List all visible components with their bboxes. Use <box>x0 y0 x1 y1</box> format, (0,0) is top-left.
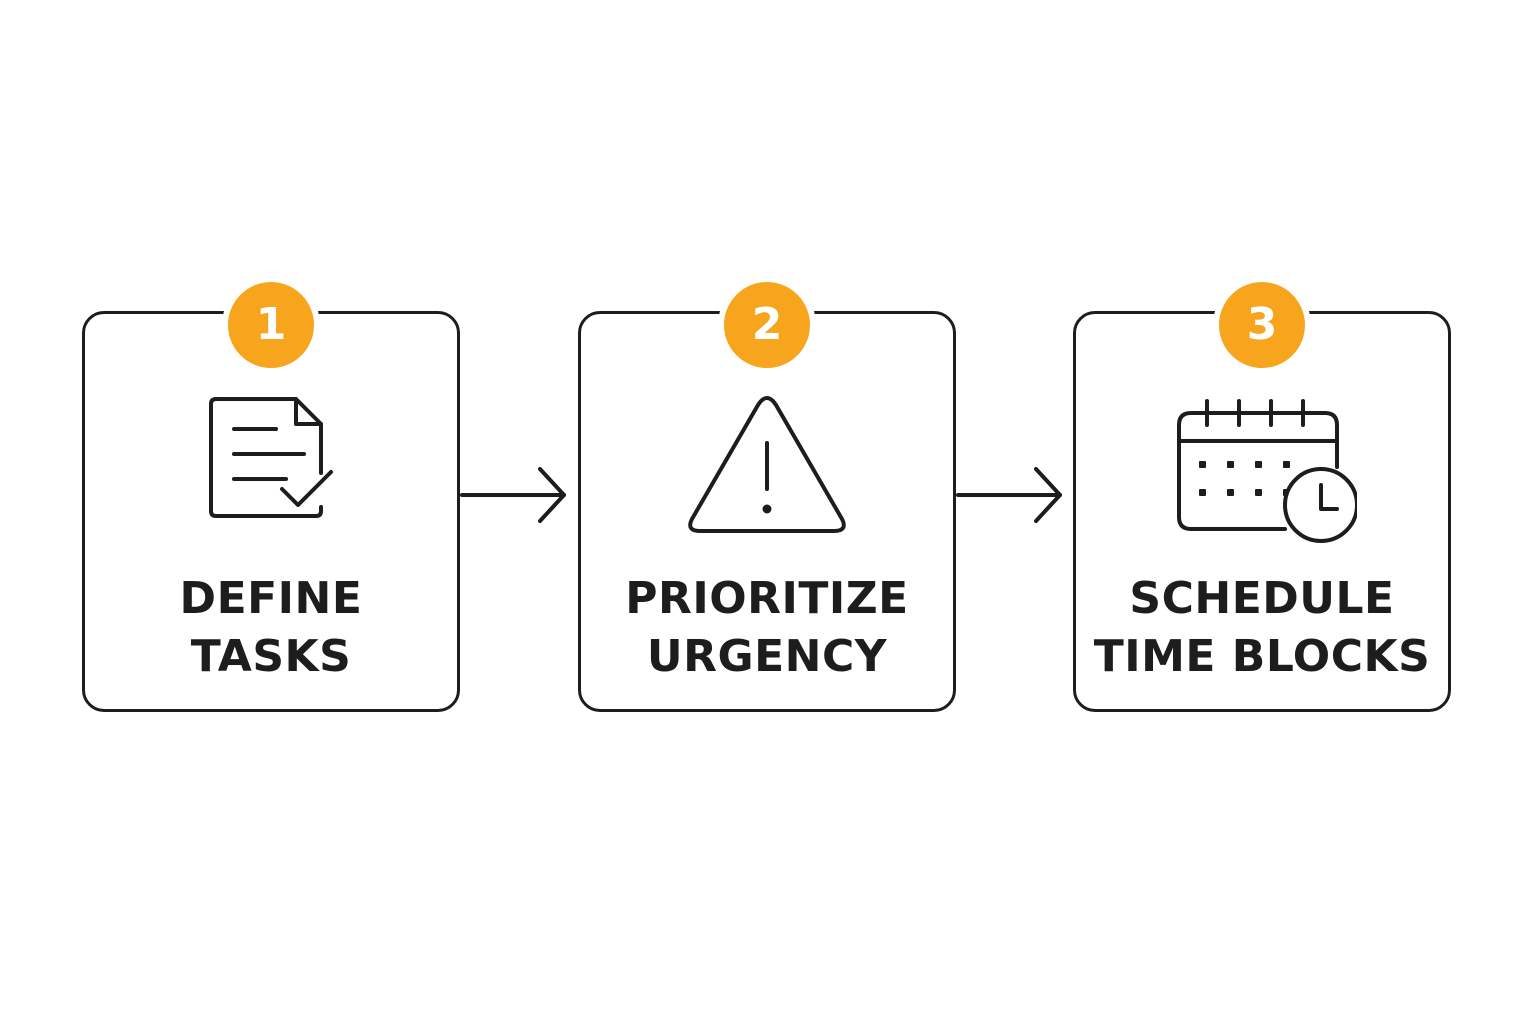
calendar-clock-icon <box>1167 389 1357 549</box>
step-card-define-tasks: 1 DEFINE TASKS <box>82 276 460 712</box>
step-label-line: TIME BLOCKS <box>1093 631 1431 682</box>
step-label-line: URGENCY <box>646 631 888 682</box>
warning-triangle-icon <box>672 389 862 549</box>
step-label-line: PRIORITIZE <box>625 573 909 624</box>
document-check-icon <box>176 389 366 549</box>
step-label: PRIORITIZE URGENCY <box>581 570 953 686</box>
arrow-right-icon <box>956 463 1066 527</box>
step-badge: 1 <box>222 276 320 374</box>
step-badge: 2 <box>718 276 816 374</box>
step-label: DEFINE TASKS <box>85 570 457 686</box>
step-card-prioritize-urgency: 2 PRIORITIZE URGENCY <box>578 276 956 712</box>
step-card-schedule-time-blocks: 3 <box>1073 276 1451 712</box>
step-label: SCHEDULE TIME BLOCKS <box>1076 570 1448 686</box>
arrow-right-icon <box>460 463 570 527</box>
step-label-line: TASKS <box>190 631 352 682</box>
step-badge: 3 <box>1213 276 1311 374</box>
step-label-line: SCHEDULE <box>1129 573 1395 624</box>
step-label-line: DEFINE <box>179 573 363 624</box>
